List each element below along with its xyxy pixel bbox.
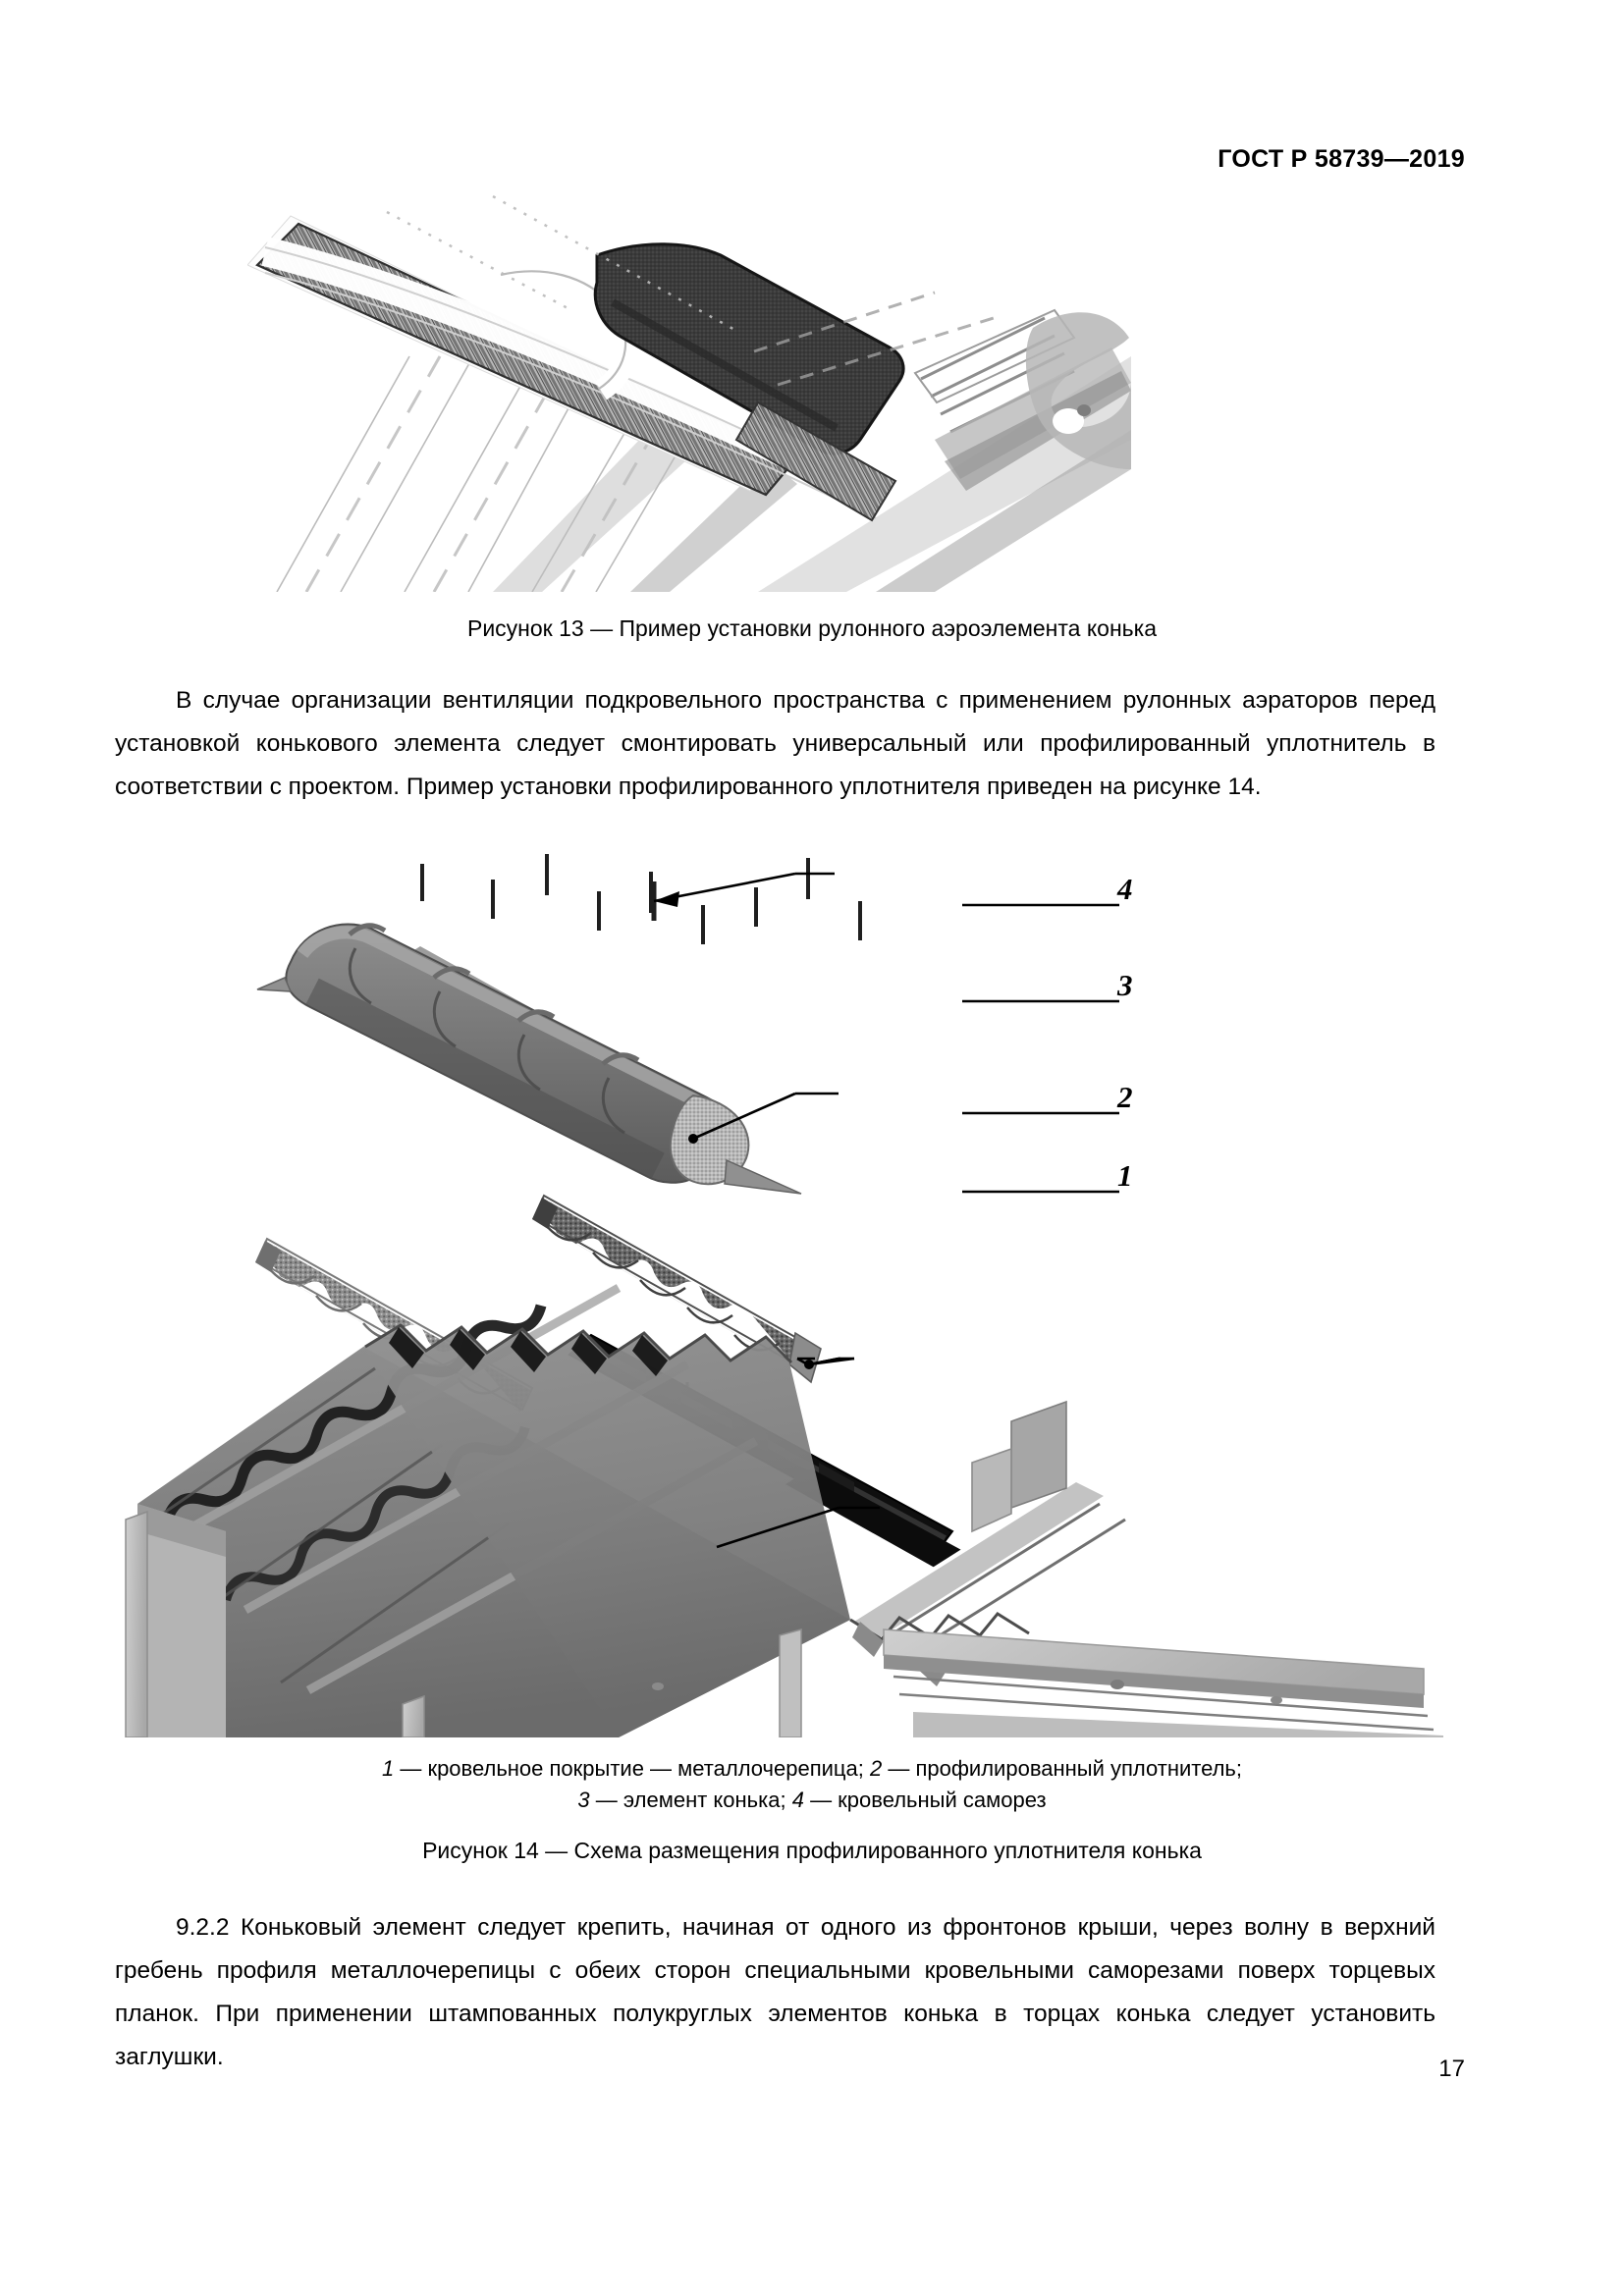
paragraph-ventilation-rolled-aerators: В случае организации вентиляции подкрове… [115,679,1435,809]
figure-14-legend-line-1: 1 — кровельное покрытие — металлочерепиц… [0,1753,1624,1785]
legend-ref-4: 4 [791,1788,804,1812]
figure-14-legend: 1 — кровельное покрытие — металлочерепиц… [0,1753,1624,1816]
callout-number-1: 1 [1117,1158,1133,1193]
callout-number-3: 3 [1117,968,1133,1002]
callout-number-4: 4 [1117,872,1133,906]
figure-14-image [108,844,1522,1737]
seal-strip-right [532,1194,822,1384]
figure-14-caption: Рисунок 14 — Схема размещения профилиров… [422,1838,1202,1863]
legend-ref-2: 2 [869,1756,883,1781]
figure-13-caption: Рисунок 13 — Пример установки рулонного … [466,615,1157,641]
legend-text-3: — элемент конька; [589,1788,792,1812]
legend-ref-1: 1 [381,1756,395,1781]
figure-14-legend-line-2: 3 — элемент конька; 4 — кровельный самор… [0,1785,1624,1816]
paragraph-2-text: 9.2.2 Коньковый элемент следует крепить,… [115,1914,1435,2070]
callout-number-2: 2 [1117,1080,1133,1114]
screw-marks [420,854,862,944]
legend-text-2: — профилированный уплотнитель; [882,1756,1243,1781]
paragraph-1-text: В случае организации вентиляции подкрове… [115,687,1435,800]
roof-framing [402,1400,1443,1737]
metal-tile-roof-left [125,1284,850,1737]
legend-text-4: — кровельный саморез [803,1788,1047,1812]
paragraph-9-2-2-ridge-element-fastening: 9.2.2 Коньковый элемент следует крепить,… [115,1906,1435,2079]
legend-ref-3: 3 [577,1788,590,1812]
figure-13-image [247,145,1131,592]
page-number: 17 [1438,2056,1465,2082]
standard-number-header: ГОСТ Р 58739—2019 [1218,145,1465,173]
legend-text-1: — кровельное покрытие — металлочерепица; [394,1756,870,1781]
